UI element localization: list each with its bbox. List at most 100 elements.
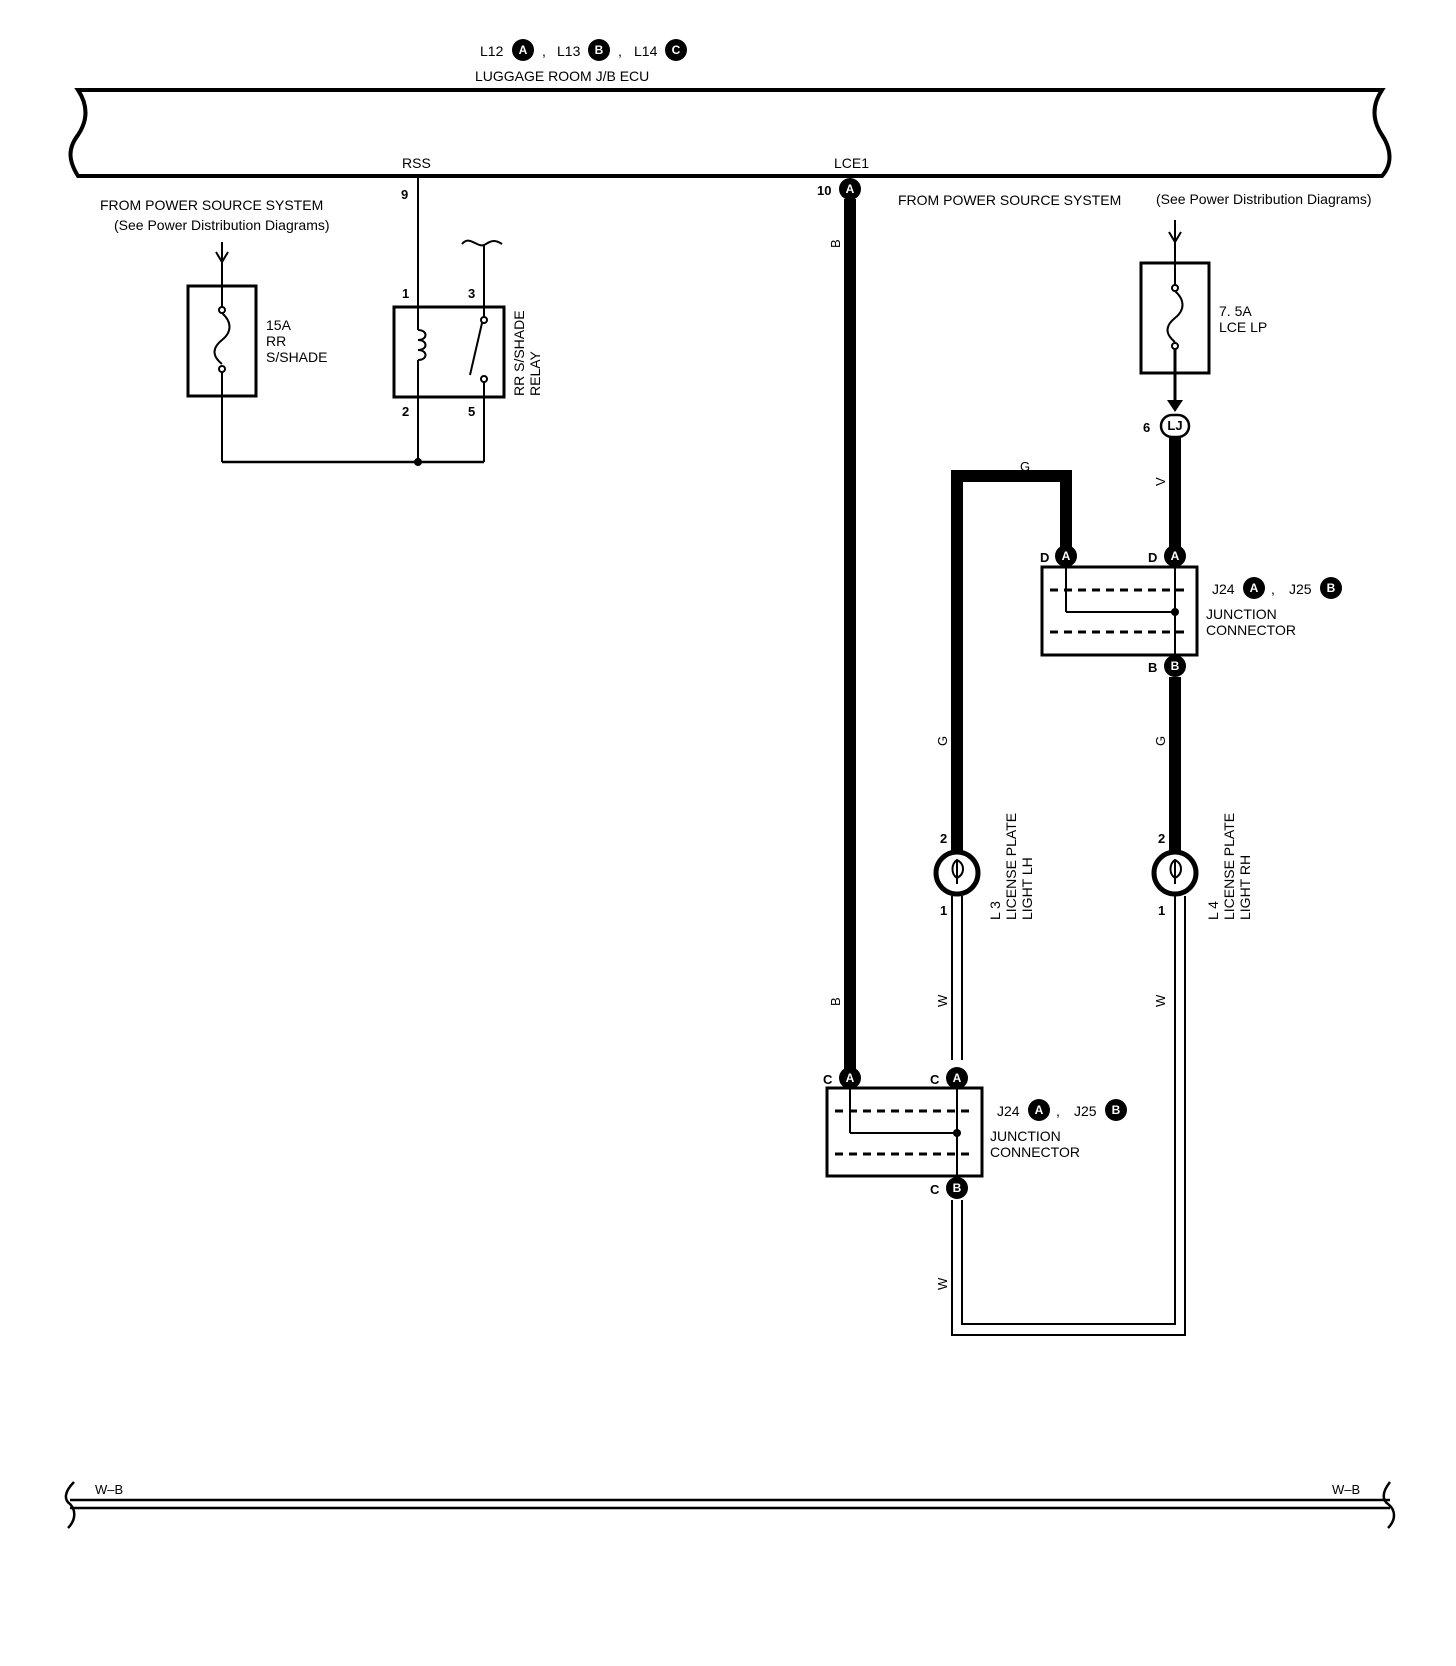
wire-color-b-top: B — [828, 239, 843, 248]
relay-pin-5: 5 — [468, 404, 475, 419]
lj-connector-label: LJ — [1167, 418, 1182, 433]
lamp-lh-symbol — [933, 849, 981, 897]
junction-lower-pin-c-left — [839, 1067, 861, 1089]
wire-color-b-bottom: B — [828, 997, 843, 1006]
badge-a — [1243, 577, 1265, 599]
junction-upper-pin-d-left-label: D — [1040, 550, 1049, 565]
wire-color-g-rh: G — [1153, 736, 1168, 746]
wire-color-w-rh: W — [1153, 994, 1168, 1007]
junction-lower-id-j24: J24 — [997, 1103, 1020, 1119]
junction-lower-pin-c-right-label: C — [930, 1072, 940, 1087]
lce-pin-num: 10 — [817, 183, 831, 198]
ecu-header-ids: L12 A , L13 B , L14 C LUGGAGE ROOM J/B E… — [475, 39, 687, 84]
junction-upper-id-j24-badge: A — [1250, 581, 1259, 595]
lj-connector — [1159, 413, 1191, 439]
lamp-rh-line2: LIGHT RH — [1237, 855, 1253, 920]
relay-ecu-pin: 9 — [401, 187, 408, 202]
ecu-box — [68, 88, 1392, 178]
badge-a — [1028, 1099, 1050, 1121]
junction-upper-pin-b-label: B — [1148, 660, 1157, 675]
junction-lower-name-line2: CONNECTOR — [990, 1144, 1080, 1160]
lamp-lh-label: L 3 LICENSE PLATE LIGHT LH — [987, 813, 1035, 920]
lamp-lh-code: L 3 — [987, 901, 1003, 920]
relay-label: RR S/SHADE RELAY — [511, 310, 543, 396]
ecu-badge-c: C — [672, 43, 681, 57]
lamp-lh-pin-2: 2 — [940, 831, 947, 846]
badge-a — [512, 39, 534, 61]
junction-upper-id-j25-badge: B — [1327, 581, 1336, 595]
ecu-badge-b: B — [595, 43, 604, 57]
junction-upper-pin-d-right — [1164, 545, 1186, 567]
fuse-7-5a-amp: 7. 5A — [1219, 303, 1252, 319]
lamp-lh-line1: LICENSE PLATE — [1003, 813, 1019, 920]
junction-lower-pin-c-right — [946, 1067, 968, 1089]
lamp-lh-pin-1: 1 — [940, 903, 947, 918]
wire-g-lh — [951, 470, 1072, 860]
wire-color-w-bottom: W — [935, 1277, 950, 1290]
badge-b — [1105, 1099, 1127, 1121]
wire-color-g-lh: G — [935, 736, 950, 746]
fuse-15a-line1: RR — [266, 333, 286, 349]
comma: , — [1056, 1103, 1060, 1119]
comma: , — [542, 43, 546, 59]
junction-lower-pin-c-bottom-label: C — [930, 1182, 940, 1197]
badge-b — [1320, 577, 1342, 599]
relay-pin-3: 3 — [468, 286, 475, 301]
relay-name-line2: RELAY — [527, 350, 543, 396]
right-power-note: (See Power Distribution Diagrams) — [1156, 191, 1372, 207]
left-power-source: FROM POWER SOURCE SYSTEM — [100, 197, 323, 213]
relay-switch — [469, 307, 488, 397]
ground-bus — [64, 1481, 1396, 1529]
junction-upper-name-line2: CONNECTOR — [1206, 622, 1296, 638]
relay-box — [392, 305, 506, 399]
lamp-rh-line1: LICENSE PLATE — [1221, 813, 1237, 920]
lamp-lh-line2: LIGHT LH — [1019, 857, 1035, 920]
junction-lower-id-j25-badge: B — [1112, 1103, 1121, 1117]
fuse-15a-amp: 15A — [266, 317, 292, 333]
relay-coil — [417, 307, 427, 397]
lamp-rh-pin-1: 1 — [1158, 903, 1165, 918]
junction-upper-pin-b-badge: B — [1171, 659, 1180, 673]
junction-upper-pin-d-right-label: D — [1148, 550, 1157, 565]
ecu-id-l14: L14 — [634, 43, 658, 59]
junction-upper-pin-b — [1164, 655, 1186, 677]
junction-lower-internal — [835, 1088, 975, 1176]
relay-pin-1: 1 — [402, 286, 409, 301]
comma: , — [1271, 581, 1275, 597]
lce-pin-badge — [839, 178, 861, 200]
relay-wiring — [222, 176, 503, 466]
junction-upper-ids: J24 A , J25 B JUNCTION CONNECTOR — [1206, 577, 1342, 638]
relay-name-line1: RR S/SHADE — [511, 310, 527, 396]
comma: , — [618, 43, 622, 59]
junction-upper-id-j24: J24 — [1212, 581, 1235, 597]
wire-color-v: V — [1153, 477, 1168, 486]
right-power-arrow — [1168, 220, 1182, 244]
fuse-15a-symbol — [213, 262, 231, 462]
lamp-rh-pin-2: 2 — [1158, 831, 1165, 846]
terminal-rss: RSS — [402, 155, 431, 171]
lce-pin-badge-text: A — [846, 182, 855, 196]
fuse-7-5a-line1: LCE LP — [1219, 319, 1267, 335]
fuse-15a-line2: S/SHADE — [266, 349, 327, 365]
junction-upper-internal — [1050, 567, 1190, 655]
terminal-lce1: LCE1 — [834, 155, 869, 171]
relay-pin-2: 2 — [402, 404, 409, 419]
wire-color-w-lh: W — [935, 994, 950, 1007]
junction-lower-pin-c-left-badge: A — [846, 1071, 855, 1085]
ecu-name: LUGGAGE ROOM J/B ECU — [475, 68, 649, 84]
right-power-source: FROM POWER SOURCE SYSTEM — [898, 192, 1121, 208]
lamp-rh-label: L 4 LICENSE PLATE LIGHT RH — [1205, 813, 1253, 920]
ecu-badge-a: A — [519, 43, 528, 57]
junction-upper-pin-d-right-badge: A — [1171, 549, 1180, 563]
junction-lower-pin-c-left-label: C — [823, 1072, 833, 1087]
junction-upper-pin-d-left — [1055, 545, 1077, 567]
junction-lower-id-j24-badge: A — [1035, 1103, 1044, 1117]
lamp-rh-code: L 4 — [1205, 901, 1221, 920]
ground-wire-color-right: W–B — [1332, 1482, 1360, 1497]
ecu-id-l13: L13 — [557, 43, 581, 59]
wire-w — [951, 896, 1186, 1336]
junction-lower-pin-c-bottom — [946, 1177, 968, 1199]
lamp-rh-symbol — [1151, 849, 1199, 897]
junction-upper-name-line1: JUNCTION — [1206, 606, 1277, 622]
